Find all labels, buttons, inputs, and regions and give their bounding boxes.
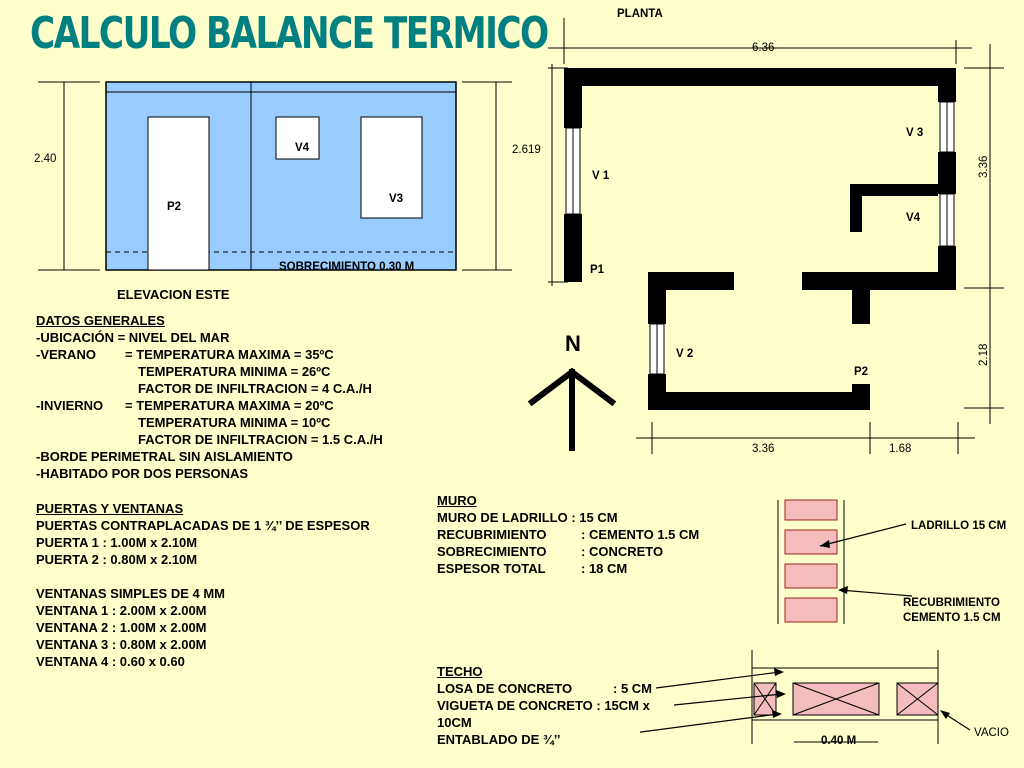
planta-p2-label: P2: [854, 366, 869, 378]
vacio-callout: VACIO: [974, 727, 1009, 739]
page-title: CALCULO BALANCE TERMICO: [30, 8, 549, 59]
datos-invierno-max: = TEMPERATURA MAXIMA = 20ºC: [125, 398, 334, 413]
puerta-2: PUERTA 2 : 0.80M x 2.10M: [36, 552, 198, 567]
datos-invierno-inf: FACTOR DE INFILTRACION = 1.5 C.A./H: [138, 432, 383, 447]
techo-dim: 0.40 M: [821, 735, 857, 747]
sobrecimiento-label: SOBRECIMIENTO 0.30 M: [279, 261, 415, 273]
techo-entablado: ENTABLADO DE ¾’’: [437, 732, 561, 747]
elevacion-v3-label: V3: [389, 193, 404, 205]
datos-invierno-min: TEMPERATURA MINIMA = 10ºC: [138, 415, 331, 430]
ventana-1: VENTANA 1 : 2.00M x 2.00M: [36, 603, 207, 618]
muro-espesor-label: ESPESOR TOTAL: [437, 561, 546, 576]
muro-sobre-value: : CONCRETO: [581, 544, 664, 559]
datos-generales: DATOS GENERALES -UBICACIÓN = NIVEL DEL M…: [36, 312, 456, 492]
techo-vigueta-cont: 10CM: [437, 715, 472, 730]
datos-verano-inf: FACTOR DE INFILTRACION = 4 C.A./H: [138, 381, 372, 396]
planta-v4-label: V4: [906, 212, 921, 224]
elevacion-p2-label: P2: [167, 201, 182, 213]
muro-espesor-value: : 18 CM: [581, 561, 628, 576]
puertas-ventanas: PUERTAS Y VENTANAS PUERTAS CONTRAPLACADA…: [36, 500, 436, 680]
ventana-3: VENTANA 3 : 0.80M x 2.00M: [36, 637, 207, 652]
puertas-tipo: PUERTAS CONTRAPLACADAS DE 1 ¾’’ DE ESPES…: [36, 518, 370, 533]
muro-detail: [777, 499, 913, 624]
muro-recub-value: : CEMENTO 1.5 CM: [581, 527, 700, 542]
elevacion-height-label: 2.40: [34, 153, 57, 165]
planta-v2-label: V 2: [676, 348, 694, 360]
ladrillo-callout: LADRILLO 15 CM: [911, 520, 1007, 532]
recubrimiento-callout-1: RECUBRIMIENTO: [903, 597, 1000, 609]
puerta-1: PUERTA 1 : 1.00M x 2.10M: [36, 535, 198, 550]
planta-p1-label: P1: [590, 264, 605, 276]
puertas-heading: PUERTAS Y VENTANAS: [36, 501, 184, 516]
datos-verano-label: -VERANO: [36, 347, 96, 362]
muro-sobre-label: SOBRECIMIENTO: [437, 544, 547, 559]
planta-dim-bottom-left: 3.36: [752, 443, 775, 455]
techo-section: TECHO LOSA DE CONCRETO : 5 CM VIGUETA DE…: [437, 663, 737, 753]
muro-heading: MURO: [437, 493, 477, 508]
datos-ubicacion: -UBICACIÓN = NIVEL DEL MAR: [36, 330, 230, 345]
datos-heading: DATOS GENERALES: [36, 313, 165, 328]
muro-section: MURO MURO DE LADRILLO : 15 CM RECUBRIMIE…: [437, 492, 737, 582]
datos-borde: -BORDE PERIMETRAL SIN AISLAMIENTO: [36, 449, 293, 464]
planta-title: PLANTA: [617, 8, 663, 20]
planta-dim-left: 2.619: [512, 144, 541, 156]
muro-ladrillo: MURO DE LADRILLO : 15 CM: [437, 510, 618, 525]
planta-dim-bottom-right: 1.68: [889, 443, 912, 455]
planta-dim-right-upper: 3.36: [978, 155, 990, 178]
ventanas-tipo: VENTANAS SIMPLES DE 4 MM: [36, 586, 226, 601]
recubrimiento-callout-2: CEMENTO 1.5 CM: [903, 612, 1001, 624]
planta-dim-top: 6.36: [752, 42, 775, 54]
techo-vigueta: VIGUETA DE CONCRETO : 15CM x: [437, 698, 650, 713]
planta-dim-right-lower: 2.18: [978, 343, 990, 366]
planta-v3-label: V 3: [906, 127, 924, 139]
techo-losa-value: : 5 CM: [613, 681, 652, 696]
techo-heading: TECHO: [437, 664, 483, 679]
elevacion-v4-label: V4: [295, 142, 310, 154]
ventana-4: VENTANA 4 : 0.60 x 0.60: [36, 654, 185, 669]
muro-recub-label: RECUBRIMIENTO: [437, 527, 547, 542]
north-label: N: [565, 331, 581, 356]
planta-v1-label: V 1: [592, 170, 610, 182]
datos-invierno-label: -INVIERNO: [36, 398, 104, 413]
datos-verano-max: = TEMPERATURA MAXIMA = 35ºC: [125, 347, 334, 362]
datos-verano-min: TEMPERATURA MINIMA = 26ºC: [138, 364, 331, 379]
ventana-2: VENTANA 2 : 1.00M x 2.00M: [36, 620, 207, 635]
elevacion-drawing: [38, 81, 512, 271]
techo-losa-label: LOSA DE CONCRETO: [437, 681, 573, 696]
planta-drawing: [527, 18, 1004, 454]
datos-habitado: -HABITADO POR DOS PERSONAS: [36, 466, 249, 481]
elevacion-title: ELEVACION ESTE: [117, 287, 230, 302]
techo-detail: [640, 650, 971, 744]
